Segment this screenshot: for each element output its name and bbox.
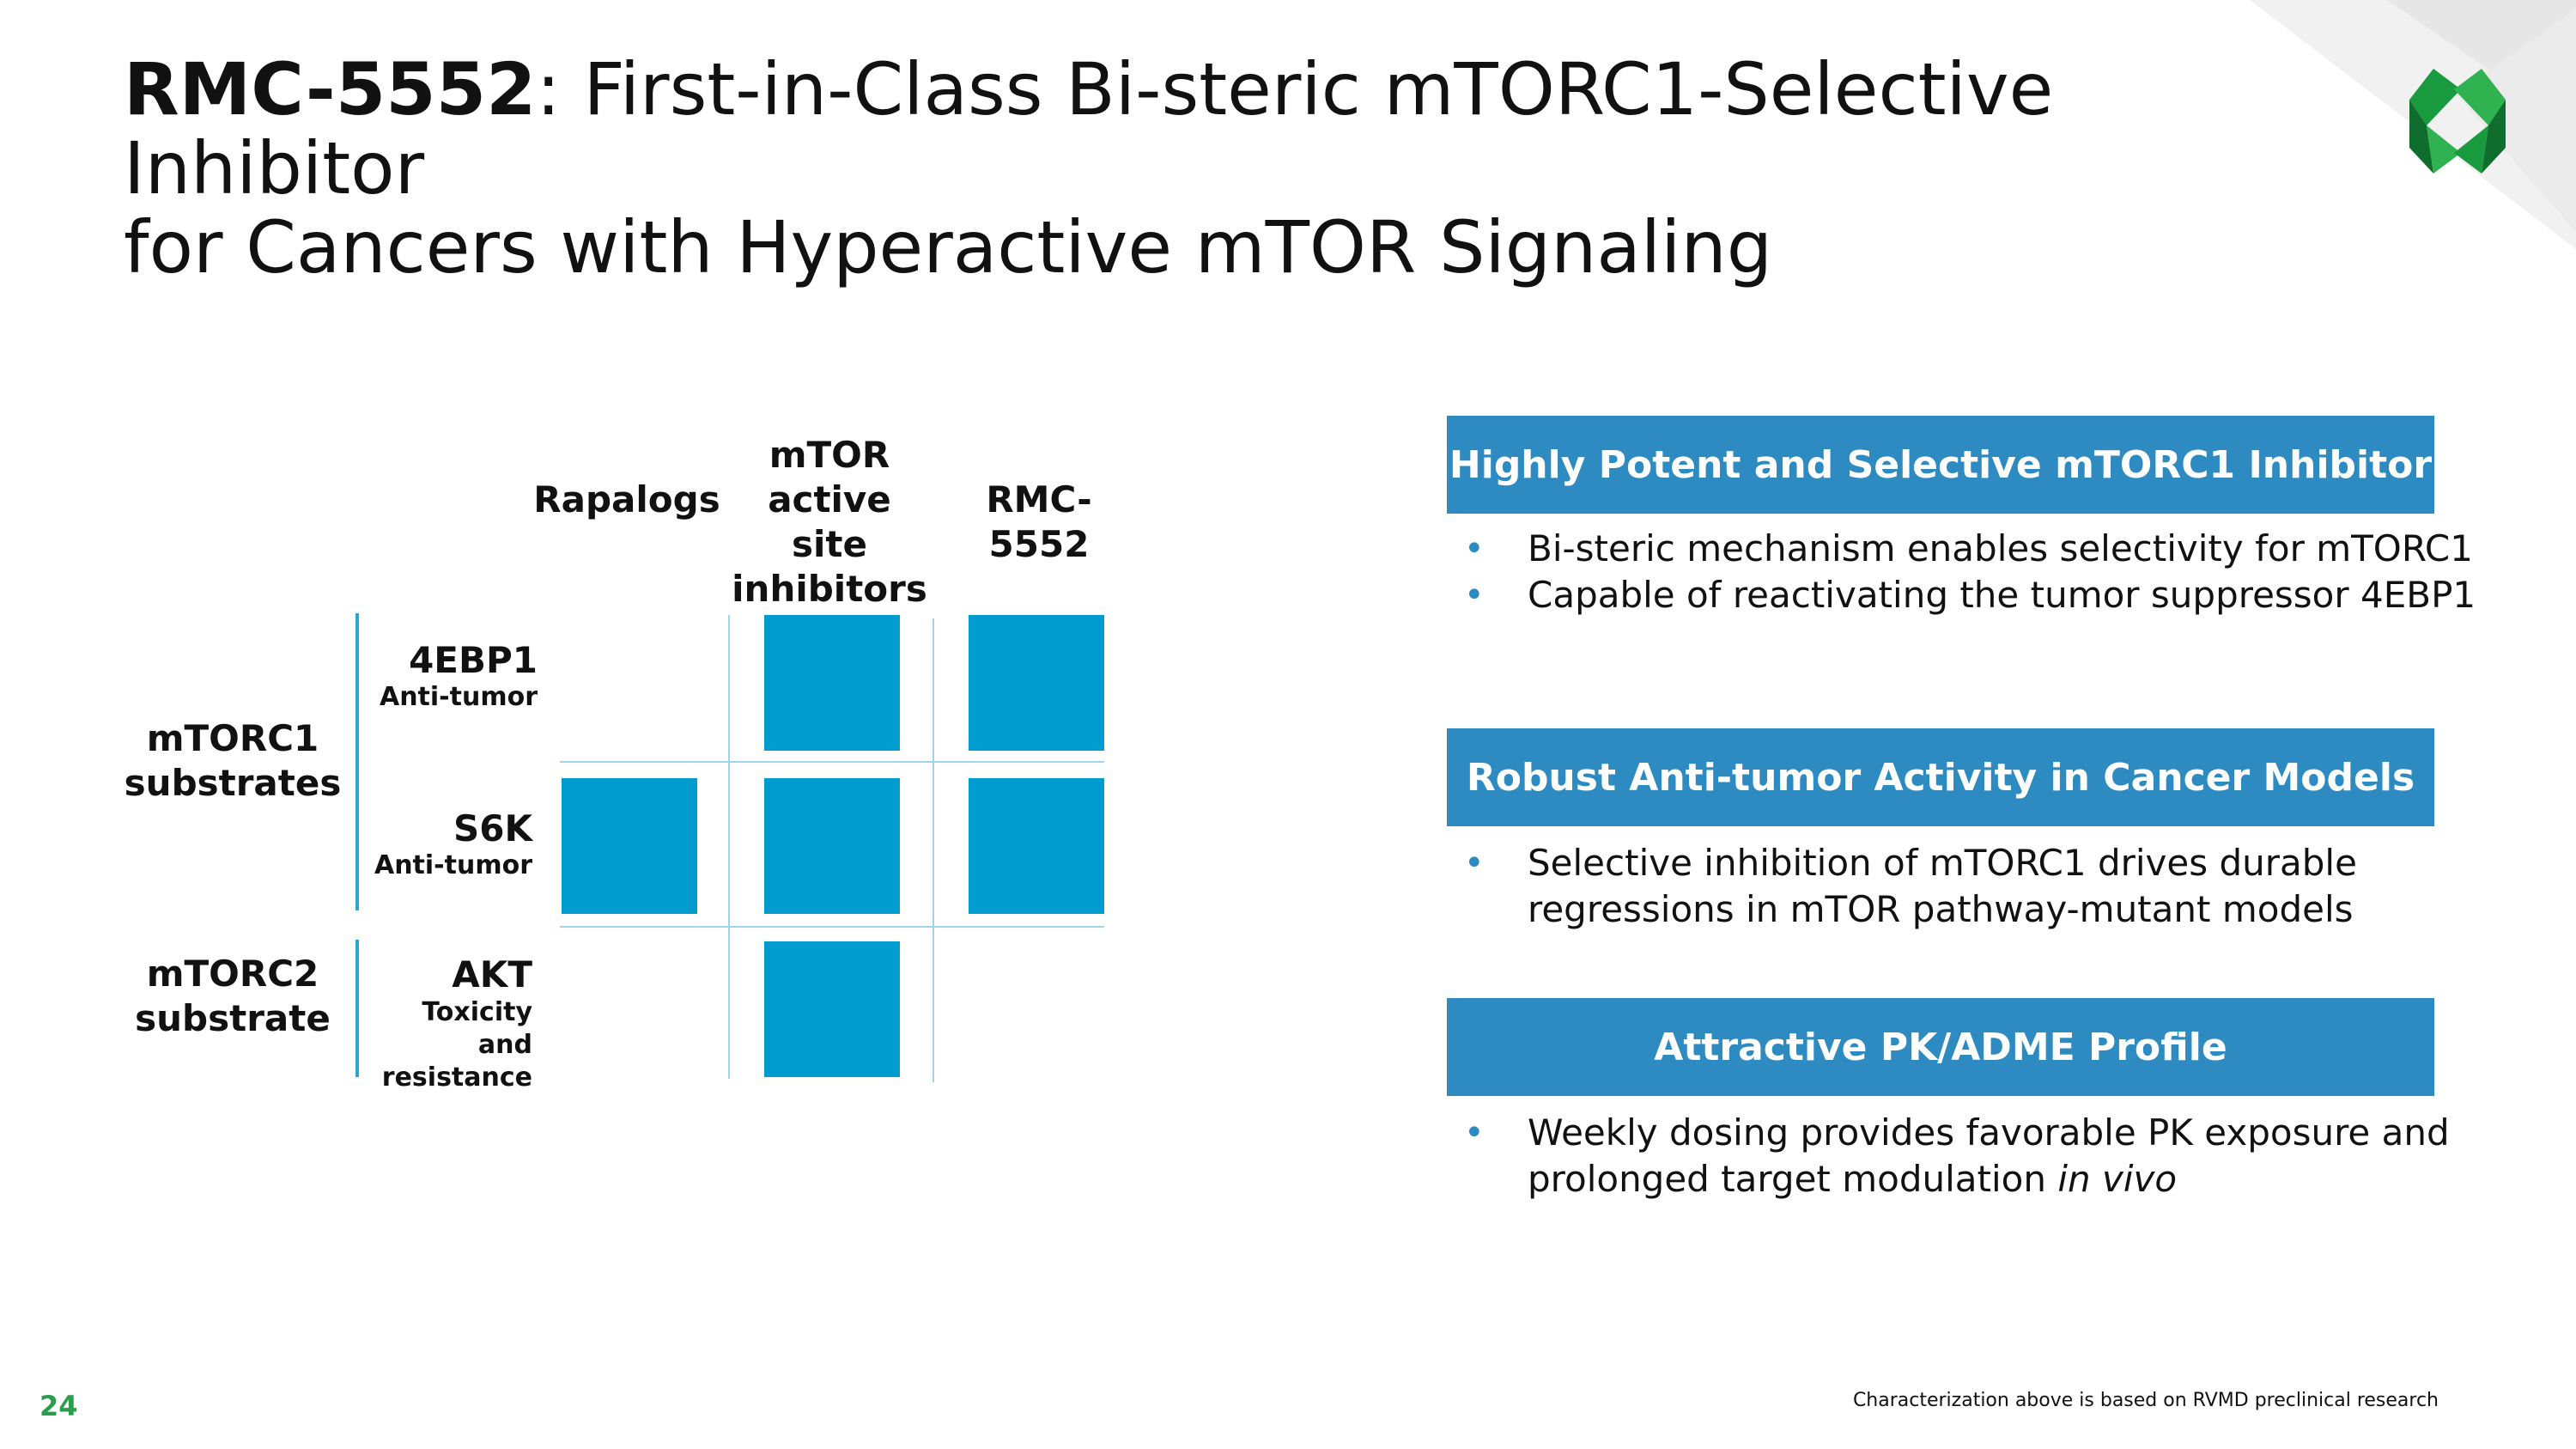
footnote: Characterization above is based on RVMD … [1852,1390,2439,1411]
row-label-4ebp1: 4EBP1 [409,639,538,681]
cell-4ebp1-rmc-5552 [969,615,1104,751]
group-label-line: mTORC1 [146,717,319,759]
list-item: • Bi-steric mechanism enables selectivity… [1464,526,2494,572]
bullet-text: Capable of reactivating the tumor suppre… [1528,574,2476,616]
title-line-1: : First-in-Class Bi-steric mTORC1-Select… [124,47,2054,210]
row-sublabel-line: resistance [381,1062,532,1093]
group-label-mtorc2-substrate: mTORC2 substrate [120,952,345,1041]
grid-line-horizontal [560,761,1104,763]
grid-line-horizontal [560,926,1104,928]
cell-s6k-active-site [764,778,900,914]
column-header-line: RMC-5552 [986,478,1092,565]
panel-header-activity: Robust Anti-tumor Activity in Cancer Mod… [1447,728,2434,826]
title-line-2: for Cancers with Hyperactive mTOR Signal… [124,205,1773,289]
group-bracket-mtorc2 [355,940,359,1077]
revolution-medicines-logo-icon [2409,69,2506,174]
panel-bullets-pk-adme: • Weekly dosing provides favorable PK exp… [1464,1110,2494,1202]
list-item: • Capable of reactivating the tumor suppr… [1464,572,2494,618]
bullet-icon: • [1464,575,1485,615]
page-number: 24 [39,1390,78,1422]
list-item: • Selective inhibition of mTORC1 drives d… [1464,840,2494,933]
column-header-line: inhibitors [732,568,927,610]
cell-akt-active-site [764,941,900,1077]
cell-s6k-rapalogs [562,778,697,914]
panel-bullets-potency: • Bi-steric mechanism enables selectivity… [1464,526,2494,618]
row-sublabel-akt: Toxicity and resistance [361,996,532,1094]
row-sublabel-line: Toxicity and [422,997,532,1060]
bullet-icon: • [1464,529,1485,569]
bullet-text: Bi-steric mechanism enables selectivity … [1528,527,2473,569]
column-header-line: active site [768,478,891,565]
bullet-icon: • [1464,1113,1485,1153]
row-label-s6k: S6K [453,807,532,849]
grid-line-vertical [728,615,730,1079]
cell-s6k-rmc-5552 [969,778,1104,914]
row-sublabel-4ebp1: Anti-tumor [379,682,538,712]
row-sublabel-s6k: Anti-tumor [374,850,532,880]
group-label-line: substrates [124,762,342,804]
column-header-line: mTOR [769,434,890,476]
bullet-text-italic: in vivo [2057,1158,2178,1200]
bullet-text: Weekly dosing provides favorable PK expo… [1528,1111,2450,1154]
column-header-rmc-5552: RMC-5552 [941,478,1137,567]
slide-title: RMC-5552: First-in-Class Bi-steric mTORC… [124,50,2356,287]
group-label-line: substrate [135,997,331,1039]
panel-header-potency: Highly Potent and Selective mTORC1 Inhib… [1447,416,2434,514]
cell-4ebp1-active-site [764,615,900,751]
panel-bullets-activity: • Selective inhibition of mTORC1 drives d… [1464,840,2494,933]
group-label-line: mTORC2 [146,953,319,995]
panel-header-pk-adme: Attractive PK/ADME Profile [1447,998,2434,1096]
grid-line-vertical [933,618,934,1082]
column-header-line: Rapalogs [533,478,720,521]
column-header-rapalogs: Rapalogs [532,478,721,522]
column-header-active-site-inhibitors: mTOR active site inhibitors [726,433,933,612]
bullet-text: Selective inhibition of mTORC1 drives du… [1528,842,2357,884]
bullet-text: regressions in mTOR pathway-mutant model… [1528,888,2354,930]
bullet-text: prolonged target modulation [1528,1158,2058,1200]
group-bracket-mtorc1 [355,613,359,910]
title-product-name: RMC-5552 [124,47,537,131]
group-label-mtorc1-substrates: mTORC1 substrates [120,716,345,806]
row-label-akt: AKT [452,953,532,995]
bullet-icon: • [1464,843,1485,883]
list-item: • Weekly dosing provides favorable PK exp… [1464,1110,2494,1202]
